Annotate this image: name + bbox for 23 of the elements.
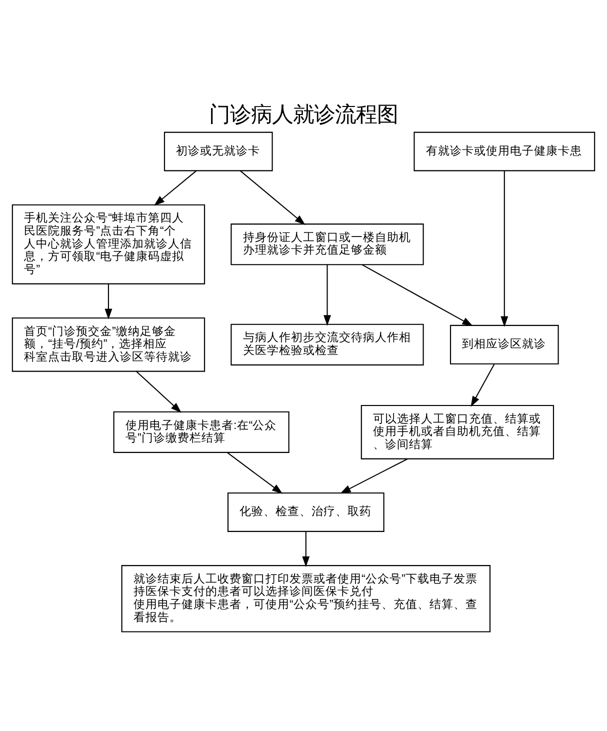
arrow: [302, 531, 310, 566]
node-box: 首页“门诊预交金”缴纳足够金额，“挂号/预约”，选择相应科室点击取号进入诊区等待就诊: [12, 316, 206, 372]
diagram-title: 门诊病人就诊流程图: [209, 102, 398, 126]
arrow: [240, 170, 306, 225]
node-box: 与病人作初步交流交待病人作相关医学检验或检查: [230, 323, 424, 365]
arrow: [136, 370, 182, 412]
node-box: 就诊结束后人工收费窗口打印发票或者使用“公众号”下载电子发票 持医保卡支付的患者可以选择诊间医保卡兑付 使用电子健康卡患者，可使用“公众号”预约挂号、充值、结算、查看报告。: [121, 564, 491, 632]
arrow: [324, 264, 331, 326]
node-box: 手机关注公众号“蚌埠市第四人民医院服务号”点击右下角“个人中心就诊人管理添加就诊人信息，方可领取“电子健康码虚拟号”: [12, 204, 206, 284]
arrow: [362, 264, 473, 326]
arrow: [154, 170, 196, 206]
node-box: 有就诊卡或使用电子健康卡患: [414, 131, 596, 171]
arrow: [226, 452, 283, 494]
node-box: 持身份证人工窗口或一楼自助机办理就诊卡并充值足够金额: [230, 223, 424, 265]
arrow: [470, 364, 495, 406]
node-box: 可以选择人工窗口充值、结算或使用手机或者自助机充值、结算、诊间结算: [360, 404, 554, 459]
arrow: [104, 283, 112, 319]
node-box: 到相应诊区就诊: [450, 324, 559, 364]
arrow: [340, 458, 408, 494]
node-box: 化验、检查、治疗、取药: [227, 492, 384, 532]
node-box: 初诊或无就诊卡: [164, 131, 273, 171]
arrow: [500, 170, 508, 326]
node-box: 使用电子健康卡患者:在“公众号”门诊缴费栏结算: [113, 410, 290, 452]
